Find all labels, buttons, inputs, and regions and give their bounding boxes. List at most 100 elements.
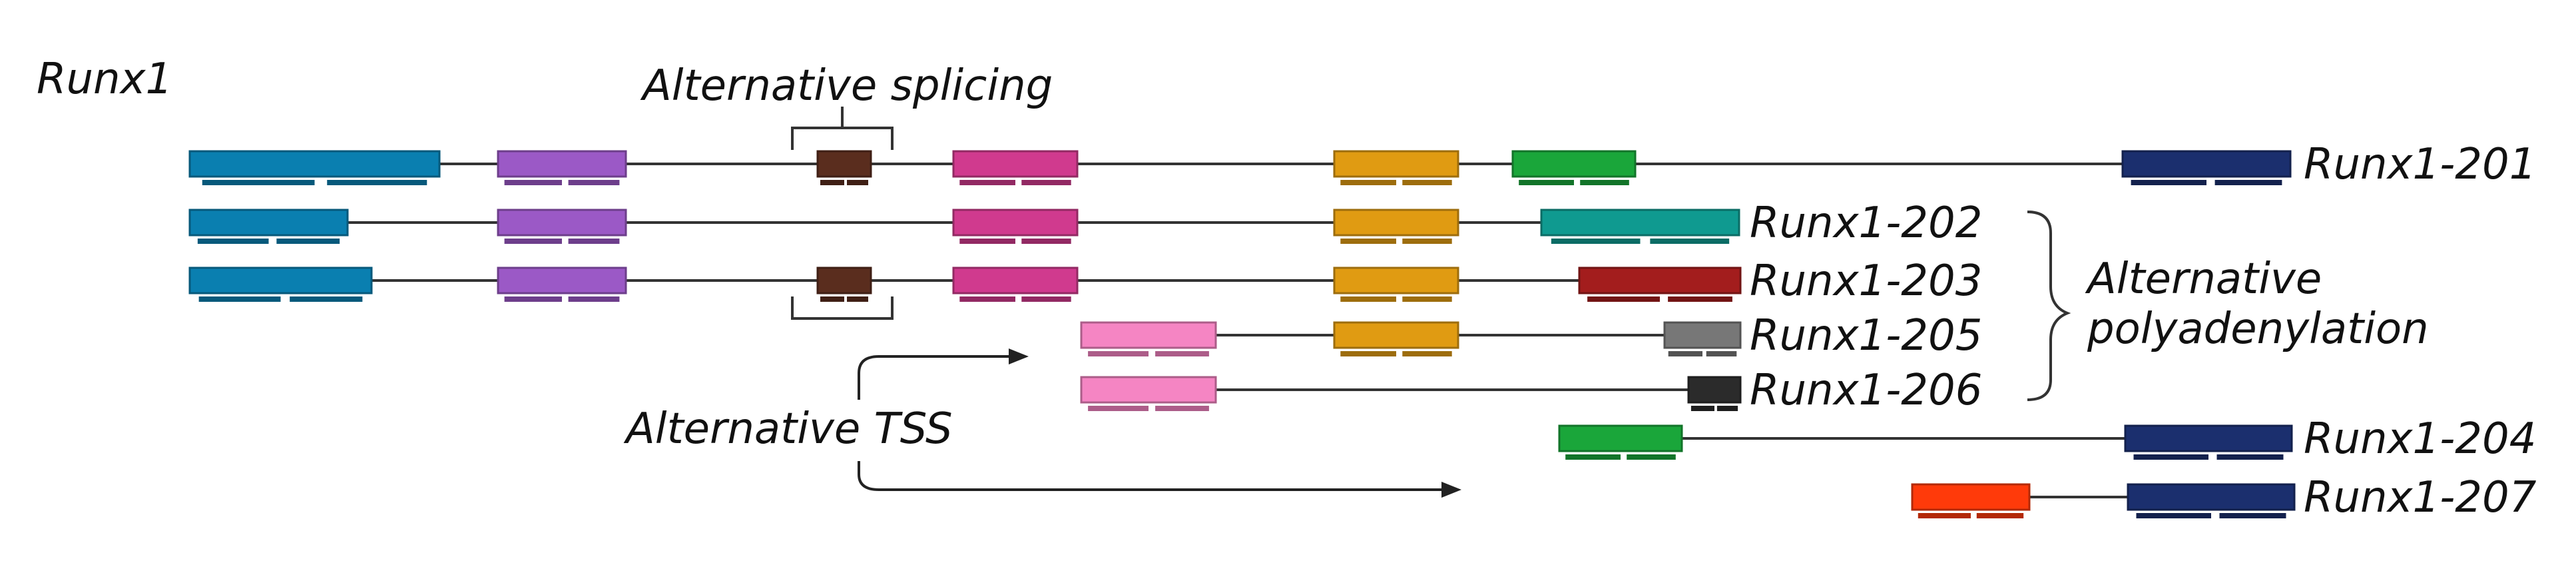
exon-subfeature	[1706, 351, 1737, 356]
isoform-label: Runx1-206	[1750, 366, 1982, 415]
exon-subfeature	[1627, 454, 1676, 460]
exon-subfeature	[2131, 180, 2206, 185]
exon-subfeature	[1402, 296, 1452, 302]
isoform-runx1-203: Runx1-203	[188, 257, 1982, 306]
exon-e8	[1578, 267, 1742, 294]
exon-e11	[2124, 424, 2293, 452]
exon-e9	[1663, 321, 1742, 349]
exon-e2	[497, 150, 627, 178]
exon-e10	[1687, 376, 1742, 404]
tss-arrow-lower	[858, 461, 1441, 491]
exon-subfeature	[2219, 513, 2286, 518]
exon-subfeature	[2133, 454, 2208, 460]
exon-e1	[188, 267, 373, 294]
exon-subfeature	[568, 180, 620, 185]
exon-e5	[1333, 321, 1459, 349]
isoform-runx1-205: Runx1-205	[1080, 311, 1982, 360]
exon-subfeature	[2216, 454, 2284, 460]
exon-e1	[188, 209, 349, 237]
exon-subfeature	[504, 239, 562, 244]
polyadenylation-annotation-line1: Alternative	[2085, 255, 2322, 304]
exon-subfeature	[1021, 180, 1071, 185]
exon-subfeature	[1519, 180, 1574, 185]
exon-subfeature	[847, 180, 868, 185]
exon-e3	[816, 267, 872, 294]
exon-subfeature	[198, 296, 281, 302]
exon-subfeature	[1650, 239, 1730, 244]
isoform-label: Runx1-204	[2304, 414, 2536, 464]
splicing-bracket-bottom	[791, 296, 894, 320]
exon-subfeature	[1340, 296, 1396, 302]
exon-e3	[816, 150, 872, 178]
exon-subfeature	[504, 296, 562, 302]
exon-subfeature	[1402, 180, 1452, 185]
tss-annotation: Alternative TSS	[623, 404, 953, 454]
exon-e4b	[1080, 376, 1217, 404]
splicing-bracket-top	[791, 107, 894, 150]
isoform-runx1-207: Runx1-207	[1911, 473, 2537, 522]
exon-e4	[952, 267, 1079, 294]
exon-subfeature	[1565, 454, 1621, 460]
exon-subfeature	[276, 239, 340, 244]
exon-subfeature	[820, 180, 844, 185]
exon-subfeature	[1976, 513, 2024, 518]
exon-e7	[1540, 209, 1740, 237]
exon-subfeature	[197, 239, 269, 244]
exon-subfeature	[1021, 296, 1071, 302]
isoform-label: Runx1-201	[2304, 140, 2536, 189]
exon-subfeature	[820, 296, 844, 302]
exon-e4	[952, 209, 1079, 237]
tss-arrow-upper	[858, 355, 1009, 400]
isoform-label: Runx1-205	[1750, 311, 1982, 360]
exon-subfeature	[1088, 351, 1149, 356]
exon-e2	[497, 267, 627, 294]
exon-subfeature	[568, 239, 620, 244]
exon-subfeature	[959, 180, 1015, 185]
exon-e5	[1333, 267, 1459, 294]
exon-subfeature	[1402, 351, 1452, 356]
exon-e11	[2121, 150, 2292, 178]
exon-subfeature	[1155, 406, 1209, 411]
exon-e4	[952, 150, 1079, 178]
exon-e12	[1911, 483, 2031, 511]
exon-e5	[1333, 150, 1459, 178]
polyadenylation-annotation-line2: polyadenylation	[2087, 304, 2429, 354]
polyadenylation-brace	[2027, 211, 2071, 401]
exon-e6	[1558, 424, 1683, 452]
isoform-runx1-202: Runx1-202	[188, 199, 1982, 248]
exon-e11	[2127, 483, 2296, 511]
exon-e6	[1511, 150, 1637, 178]
splicing-annotation: Alternative splicing	[640, 61, 1053, 111]
tss-arrowhead-upper	[1009, 348, 1029, 364]
exon-subfeature	[327, 180, 427, 185]
exon-subfeature	[1580, 180, 1629, 185]
exon-subfeature	[959, 296, 1015, 302]
exon-subfeature	[1690, 406, 1714, 411]
isoform-label: Runx1-202	[1750, 199, 1982, 248]
exon-subfeature	[290, 296, 363, 302]
exon-subfeature	[1088, 406, 1149, 411]
exon-subfeature	[1340, 351, 1396, 356]
exon-subfeature	[1551, 239, 1641, 244]
isoform-tracks: Runx1-201Runx1-202Runx1-203Runx1-205Runx…	[188, 140, 2537, 522]
exon-subfeature	[1021, 239, 1071, 244]
exon-subfeature	[504, 180, 562, 185]
exon-subfeature	[1668, 296, 1732, 302]
tss-arrowhead-lower	[1441, 482, 1461, 498]
exon-subfeature	[1155, 351, 1209, 356]
exon-subfeature	[2214, 180, 2282, 185]
isoform-runx1-201: Runx1-201	[188, 140, 2536, 189]
exon-e2	[497, 209, 627, 237]
exon-e4b	[1080, 321, 1217, 349]
exon-subfeature	[1340, 239, 1396, 244]
exon-subfeature	[847, 296, 868, 302]
exon-subfeature	[202, 180, 315, 185]
isoform-label: Runx1-207	[2304, 473, 2537, 522]
exon-subfeature	[1716, 406, 1738, 411]
exon-e1	[188, 150, 441, 178]
exon-e5	[1333, 209, 1459, 237]
exon-subfeature	[568, 296, 620, 302]
exon-subfeature	[1340, 180, 1396, 185]
exon-subfeature	[959, 239, 1015, 244]
